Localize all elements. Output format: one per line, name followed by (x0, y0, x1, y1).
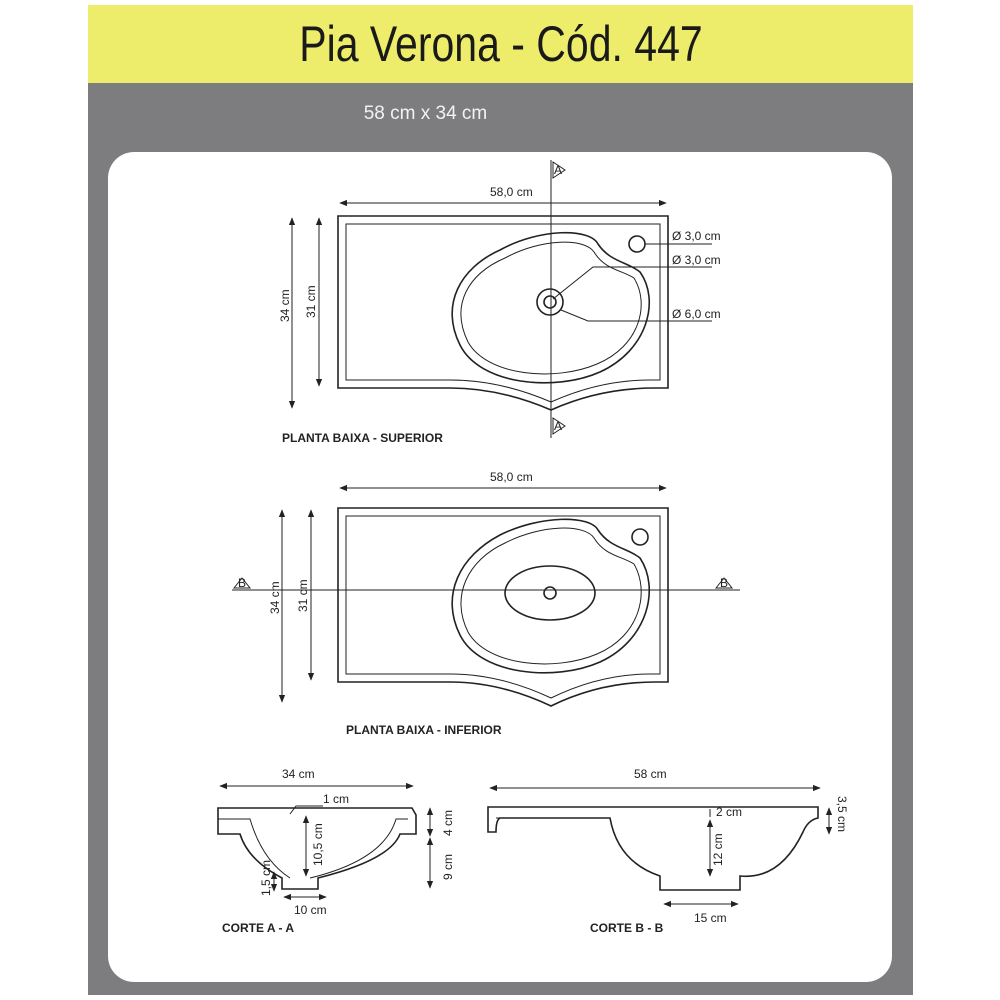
section-a-rim-label: 1 cm (323, 792, 349, 806)
title-banner: Pia Verona - Cód. 447 (88, 5, 913, 83)
section-b-edge-label: 3,5 cm (835, 796, 849, 832)
top-view-label: PLANTA BAIXA - SUPERIOR (282, 431, 443, 445)
section-marker-a-label: A (554, 163, 562, 177)
section-a-bowl-label: 9 cm (441, 854, 455, 880)
dimensions-subtitle: 58 cm x 34 cm (363, 103, 488, 124)
page-title: Pia Verona - Cód. 447 (298, 16, 703, 72)
section-marker-b-left (232, 577, 252, 589)
bottom-depth-inner-label: 31 cm (296, 579, 310, 612)
section-a-width-label: 34 cm (282, 767, 315, 781)
section-a-label: CORTE A - A (222, 921, 294, 935)
depth-outer-label: 34 cm (278, 289, 292, 322)
drain-outer-label: Ø 6,0 cm (672, 307, 721, 321)
bottom-basin-inner (460, 527, 642, 665)
section-marker-b-label: B (720, 576, 728, 590)
drawing-card (108, 152, 892, 982)
bottom-depth-outer-label: 34 cm (268, 581, 282, 614)
section-b-label: CORTE B - B (590, 921, 664, 935)
section-b-depth-label: 12 cm (711, 833, 725, 866)
section-b: 58 cm 2 cm 12 cm 3,5 cm 15 cm CORTE B - … (487, 767, 849, 935)
drain-inner (543, 295, 557, 309)
bottom-view-label: PLANTA BAIXA - INFERIOR (346, 723, 502, 737)
section-marker-a-top (552, 161, 566, 179)
bottom-width-label: 58,0 cm (490, 470, 533, 484)
bottom-drain (543, 586, 557, 600)
section-b-basewidth-label: 15 cm (694, 911, 727, 925)
top-view: A A 58,0 cm 34 cm 31 cm Ø 3,0 cm Ø 3,0 c… (278, 160, 721, 445)
section-a-profile (217, 807, 417, 890)
section-marker-a-label: A (554, 419, 562, 433)
depth-inner-label: 31 cm (304, 285, 318, 318)
bottom-inner-outline (345, 515, 661, 699)
drain-outer (536, 288, 564, 316)
drain-inner-label: Ø 3,0 cm (672, 253, 721, 267)
section-a-depth-label: 10,5 cm (311, 823, 325, 866)
top-inner-outline (345, 223, 661, 403)
bottom-outer-outline (337, 507, 669, 707)
section-b-profile (487, 806, 819, 891)
section-marker-b-label: B (238, 576, 246, 590)
basin-outer (451, 231, 650, 384)
bottom-view: B B 58,0 cm 34 cm 31 cm PLANTA BAIXA - I… (232, 470, 740, 737)
section-b-width-label: 58 cm (634, 767, 667, 781)
faucet-hole-label: Ø 3,0 cm (672, 229, 721, 243)
faucet-hole (628, 235, 646, 253)
width-label: 58,0 cm (490, 185, 533, 199)
section-a-top-label: 4 cm (441, 810, 455, 836)
bottom-faucet-hole (631, 528, 649, 546)
section-marker-b-right (714, 577, 734, 589)
section-a-basewidth-label: 10 cm (294, 903, 327, 917)
section-marker-a-bottom (552, 417, 566, 435)
basin-inner (460, 241, 642, 375)
base-ellipse (504, 565, 596, 621)
bottom-basin-outer (451, 518, 650, 674)
top-outer-outline (337, 215, 669, 411)
section-a-base-label: 1,5 cm (259, 860, 273, 896)
section-b-rim-label: 2 cm (716, 805, 742, 819)
section-a: 34 cm 10,5 cm 1 cm 4 cm 9 cm 1,5 cm 10 c… (217, 767, 455, 935)
